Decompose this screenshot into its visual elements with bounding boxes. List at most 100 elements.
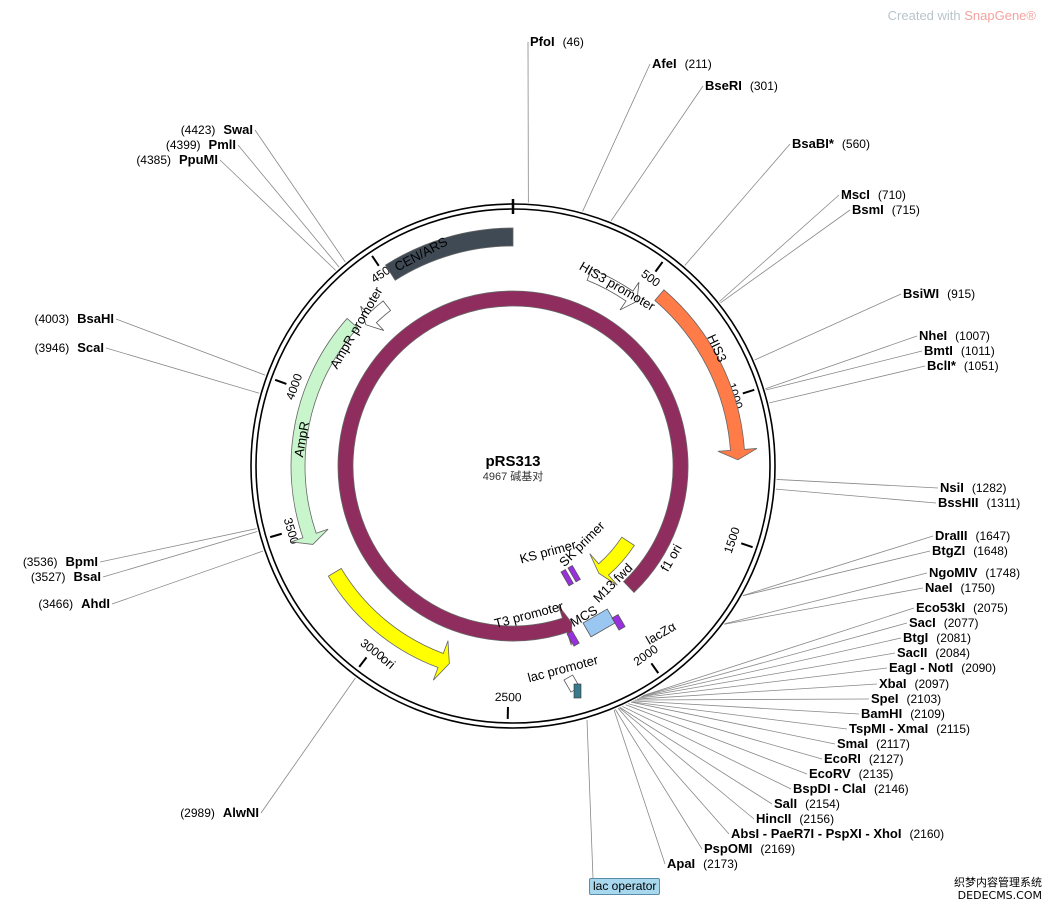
site-position: (2160) [909,827,944,841]
site-bsai[interactable]: BsaI (3527) [31,569,101,584]
site-absi-paer7i-pspxi-xhoi[interactable]: AbsI - PaeR7I - PspXI - XhoI (2160) [731,826,944,841]
site-bamhi[interactable]: BamHI(2109) [861,706,945,721]
site-sacii[interactable]: SacII(2084) [897,645,970,660]
site-leader-line [254,129,346,263]
lac-operator-label[interactable]: lac operator [589,878,661,895]
site-bsshii[interactable]: BssHII(1311) [938,495,1020,510]
site-hincii[interactable]: HincII(2156) [756,811,834,826]
site-leader-line [111,550,264,605]
feature-ampr-promoter[interactable] [360,300,392,331]
site-position: (3527) [31,570,66,584]
feature-f1-ori[interactable] [589,536,635,586]
site-leader-line [640,652,896,698]
site-ngomiv[interactable]: NgoMIV(1748) [929,565,1020,580]
site-tspmi-xmai[interactable]: TspMI - XmaI(2115) [849,721,970,736]
site-name: BspDI - ClaI [793,781,866,796]
site-bspdi-clai[interactable]: BspDI - ClaI(2146) [793,781,909,796]
site-bsabi[interactable]: BsaBI* (560) [792,136,870,151]
site-ecori[interactable]: EcoRI (2127) [824,751,904,766]
feature-label-ampr: AmpR [291,420,312,458]
feature-t3-promoter[interactable] [566,630,580,647]
site-btgi[interactable]: BtgI(2081) [903,630,971,645]
site-leader-line [619,707,755,820]
site-name: BsaI [74,569,101,584]
feature-m13-fwd[interactable] [611,613,626,631]
site-name: EcoRI [824,751,861,766]
site-leader-line [260,677,356,814]
site-btgzi[interactable]: BtgZI(1648) [932,543,1008,558]
site-msci[interactable]: MscI(710) [841,187,906,202]
feature-label-lacz: lacZα [643,618,679,647]
site-position: (2103) [906,692,941,706]
site-pfoi[interactable]: PfoI(46) [530,34,584,49]
ring-tick [650,662,660,674]
site-ecorv[interactable]: EcoRV(2135) [809,766,893,781]
site-name: BsaBI* [792,136,835,151]
site-apai[interactable]: ApaI(2173) [667,856,738,871]
site-name: BmtI [924,343,953,358]
site-name: BclI* [927,358,957,373]
site-xbai[interactable]: XbaI(2097) [879,676,949,691]
site-ppumi[interactable]: PpuMI(4385) [136,152,218,167]
site-name: SwaI [223,122,253,137]
site-bsahi[interactable]: BsaHI(4003) [34,311,114,326]
site-afei[interactable]: AfeI(211) [652,56,712,71]
site-name: EagI - NotI [889,660,953,675]
site-alwni[interactable]: AlwNI(2989) [180,805,259,820]
feature-sk-primer[interactable] [567,564,581,583]
site-pspomi[interactable]: PspOMI(2169) [704,841,795,856]
feature-ori[interactable] [327,567,450,681]
site-position: (560) [842,137,870,151]
site-naei[interactable]: NaeI(1750) [925,580,995,595]
site-eco53ki[interactable]: Eco53kI(2075) [916,600,1008,615]
site-bcli[interactable]: BclI*(1051) [927,358,999,373]
site-scai[interactable]: ScaI(3946) [35,340,104,355]
feature-lacz[interactable] [337,290,689,646]
site-eagi-noti[interactable]: EagI - NotI(2090) [889,660,996,675]
feature-ampr[interactable] [290,317,359,545]
site-position: (1007) [955,329,990,343]
site-position: (2127) [869,752,904,766]
feature-ks-primer[interactable] [560,568,574,587]
site-bseri[interactable]: BseRI(301) [705,78,778,93]
site-position: (2084) [935,646,970,660]
site-name: ScaI [77,340,104,355]
ring-tick [269,532,282,539]
site-leader-line [617,707,730,835]
site-name: HincII [756,811,791,826]
site-position: (3466) [38,597,73,611]
site-sali[interactable]: SalI(2154) [774,796,840,811]
feature-his3-promoter[interactable] [586,268,640,311]
feature-his3[interactable] [654,289,758,461]
feature-cen-ars[interactable] [384,227,514,281]
site-bsiwi[interactable]: BsiWI(915) [903,286,975,301]
site-name: PmlI [209,137,236,152]
site-draiii[interactable]: DraIII(1647) [935,528,1010,543]
site-name: BsaHI [77,311,114,326]
site-pmli[interactable]: PmlI(4399) [166,137,236,152]
site-leader-line [610,85,704,222]
site-nsii[interactable]: NsiI(1282) [940,480,1007,495]
site-position: (4423) [181,123,216,137]
feature-mcs-box[interactable] [582,608,616,638]
site-leader-line [219,159,337,271]
site-nhei[interactable]: NheI(1007) [919,328,990,343]
feature-lac-operator-box[interactable] [573,683,582,699]
site-leader-line [625,704,808,775]
site-swai[interactable]: SwaI (4423) [181,122,253,137]
site-ahdi[interactable]: AhdI(3466) [38,596,110,611]
site-name: AbsI - PaeR7I - PspXI - XhoI [731,826,901,841]
site-bpmi[interactable]: BpmI(3536) [23,554,98,569]
site-bmti[interactable]: BmtI (1011) [924,343,995,358]
site-leader-line [614,709,703,850]
site-bsmi[interactable]: BsmI(715) [852,202,920,217]
site-leader-line [643,607,915,696]
site-saci[interactable]: SacI(2077) [909,615,978,630]
site-position: (1011) [961,344,995,358]
site-leader-line [742,535,934,596]
site-position: (1648) [973,544,1008,558]
site-smai[interactable]: SmaI(2117) [837,736,910,751]
watermark-prefix: Created with [887,8,965,23]
site-spei[interactable]: SpeI(2103) [871,691,941,706]
lac-operator-leader [586,719,594,879]
